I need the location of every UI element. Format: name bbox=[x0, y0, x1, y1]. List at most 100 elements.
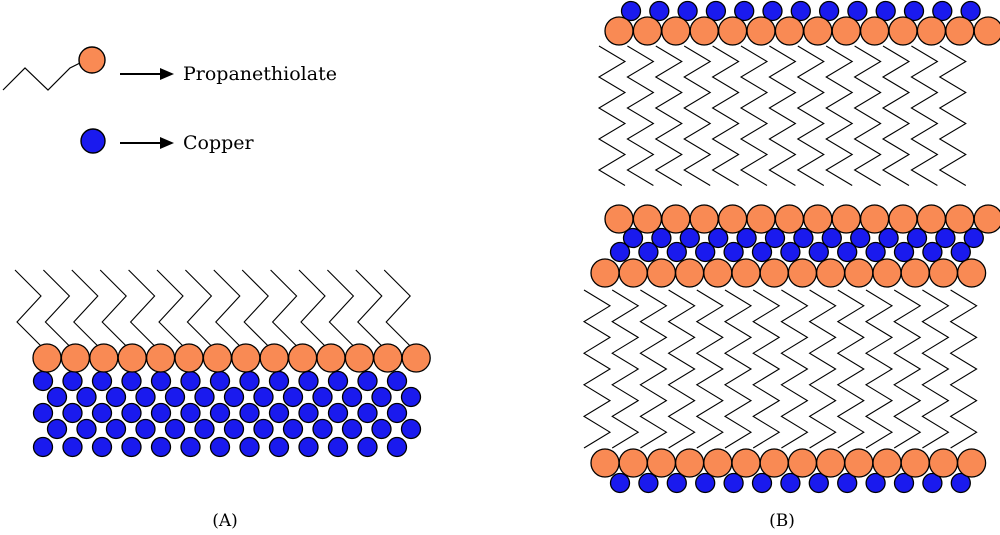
panel-a-copper-atom bbox=[253, 386, 274, 408]
panel-b-copper-atom bbox=[764, 227, 786, 249]
panel-a-copper-atom bbox=[253, 418, 274, 440]
panel-a-chain bbox=[71, 269, 101, 349]
panel-b-copper-atom bbox=[666, 241, 687, 263]
panel-a-copper-atom bbox=[239, 402, 260, 424]
panel-a-copper-atom bbox=[223, 386, 245, 408]
panel-b-chain bbox=[597, 45, 627, 186]
panel-b-copper-atom bbox=[679, 227, 700, 249]
panel-a-chain bbox=[99, 269, 129, 349]
panel-a-thiolate bbox=[174, 343, 204, 373]
panel-b-thiolate bbox=[815, 448, 846, 478]
panel-a-copper-atom bbox=[164, 418, 186, 440]
panel-a-copper-atom bbox=[180, 436, 201, 458]
panel-a-copper-atom bbox=[371, 418, 392, 440]
panel-a-copper-atom bbox=[121, 402, 142, 424]
panel-b-chain bbox=[893, 289, 922, 449]
panel-a-copper-atom bbox=[209, 402, 231, 424]
panel-b-thiolate bbox=[859, 16, 890, 46]
panel-a-chain bbox=[185, 269, 214, 349]
panel-a-copper-atom bbox=[180, 370, 201, 392]
panel-b-copper-atom bbox=[708, 227, 729, 249]
panel-a-chain bbox=[156, 269, 186, 349]
legend-label-propanethiolate: Propanethiolate bbox=[183, 63, 337, 85]
panel-a-copper-atom bbox=[62, 436, 83, 458]
panel-a-copper-atom bbox=[150, 370, 172, 392]
panel-a-copper-atom bbox=[239, 370, 260, 392]
panel-b-copper-atom bbox=[808, 472, 829, 494]
panel-b-copper-atom bbox=[723, 241, 744, 263]
panel-a-chain bbox=[14, 269, 44, 349]
panel-b-thiolate bbox=[888, 204, 918, 234]
panel-a-copper-atom bbox=[223, 418, 245, 440]
panel-b-chain bbox=[739, 45, 769, 186]
panel-b-copper-atom bbox=[903, 0, 925, 22]
panel-a-copper-atom bbox=[327, 402, 349, 424]
panel-b-thiolate bbox=[759, 448, 789, 478]
panel-a-copper-atom bbox=[46, 418, 68, 440]
panel-b-chain bbox=[780, 289, 809, 449]
panel-b-copper-atom bbox=[793, 227, 814, 249]
panel-b-copper-atom bbox=[950, 241, 971, 263]
panel-b-chain bbox=[921, 289, 950, 449]
panel-b-copper-atom bbox=[638, 241, 659, 263]
panel-a-copper-atom bbox=[91, 436, 113, 458]
panel-b-copper-atom bbox=[734, 0, 755, 22]
panel-a-copper-atom bbox=[341, 386, 363, 408]
panel-a-copper-atom bbox=[386, 402, 408, 424]
panel-b-chain bbox=[864, 289, 894, 449]
panel-a-copper-atom bbox=[76, 418, 97, 440]
panel-a-thiolate bbox=[401, 343, 431, 373]
panel-a-thiolate bbox=[60, 343, 91, 373]
panel-b-copper-atom bbox=[950, 472, 971, 494]
panel-b-copper-atom bbox=[736, 227, 757, 249]
panel-a-copper-atom bbox=[91, 370, 113, 392]
panel-a-chain bbox=[270, 269, 299, 349]
panel-b-chain bbox=[654, 45, 683, 186]
panel-b-copper-atom bbox=[960, 0, 981, 22]
panel-a-copper-atom bbox=[400, 386, 422, 408]
panel-b-thiolate bbox=[900, 448, 930, 478]
panel-b-copper-atom bbox=[762, 0, 783, 22]
panel-b-chain bbox=[723, 289, 753, 449]
panel-b-thiolate bbox=[632, 16, 663, 46]
panel-a-thiolate bbox=[32, 343, 62, 373]
panel-b-thiolate bbox=[674, 258, 705, 288]
panel-b-thiolate bbox=[945, 16, 975, 46]
panel-a-thiolate bbox=[316, 343, 346, 373]
panel-b-copper-atom bbox=[865, 241, 886, 263]
panel-b-thiolate bbox=[618, 448, 648, 478]
panel-a-copper-atom bbox=[386, 436, 408, 458]
panel-a-copper-atom bbox=[209, 436, 231, 458]
panel-a-copper-atom bbox=[105, 418, 127, 440]
panel-b-thiolate bbox=[916, 16, 947, 46]
panel-b-thiolate bbox=[717, 204, 748, 234]
panel-b-thiolate bbox=[646, 258, 677, 288]
panel-b-copper-atom bbox=[723, 472, 744, 494]
panel-b-copper-atom bbox=[875, 0, 896, 22]
panel-b-copper-atom bbox=[837, 241, 858, 263]
panel-b-copper-atom bbox=[847, 0, 868, 22]
panel-b-copper-atom bbox=[695, 241, 716, 263]
panel-b-chain bbox=[949, 289, 978, 449]
panel-a-copper-atom bbox=[91, 402, 113, 424]
legend-arrow-head bbox=[160, 137, 174, 149]
panel-b-thiolate bbox=[703, 448, 733, 478]
panel-b-thiolate bbox=[618, 258, 648, 288]
panel-a-copper-atom bbox=[268, 436, 290, 458]
panel-b-thiolate bbox=[632, 204, 663, 234]
panel-a-thiolate bbox=[117, 343, 147, 373]
panel-a-copper-atom bbox=[135, 386, 156, 408]
panel-a-chain bbox=[298, 269, 328, 349]
panel-a-copper-atom bbox=[135, 418, 156, 440]
panel-b-copper-atom bbox=[751, 241, 773, 263]
panel-b-copper-atom bbox=[906, 227, 928, 249]
panel-a-thiolate bbox=[202, 343, 233, 373]
panel-b-thiolate bbox=[803, 16, 833, 46]
panel-b-thiolate bbox=[831, 16, 861, 46]
panel-b-copper-atom bbox=[963, 227, 984, 249]
panel-b-copper-atom bbox=[808, 241, 829, 263]
panel-b-copper-atom bbox=[922, 472, 943, 494]
panel-b-chain bbox=[626, 45, 655, 186]
panel-b-thiolate bbox=[844, 258, 874, 288]
panel-b-thiolate bbox=[888, 16, 918, 46]
